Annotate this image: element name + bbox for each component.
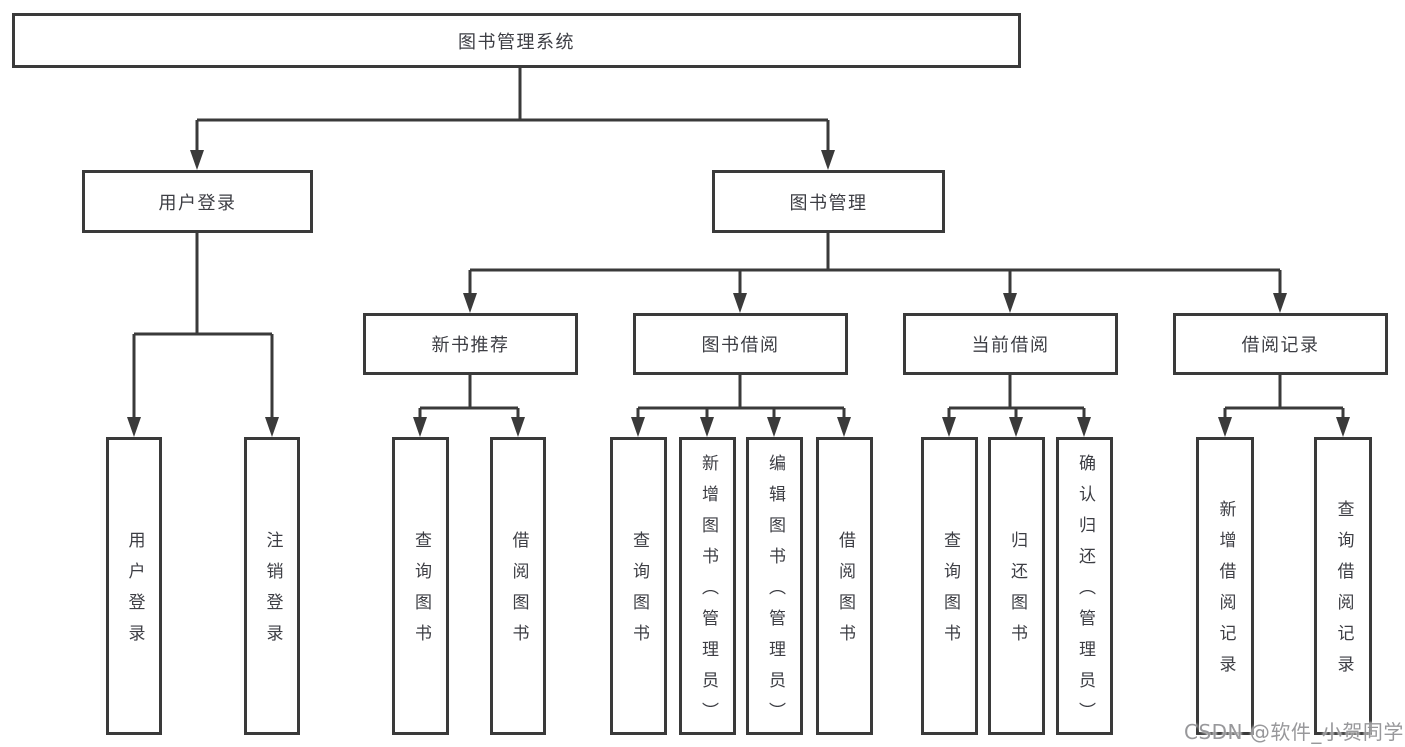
leaf-label: 借阅图书 (835, 531, 855, 655)
leaf-record-add-borrow-record: 新增借阅记录 (1196, 437, 1254, 735)
node-label: 图书管理系统 (458, 31, 575, 53)
arrowhead-icon (1218, 417, 1232, 437)
node-label: 用户登录 (158, 192, 237, 214)
node-label: 借阅记录 (1241, 335, 1320, 356)
arrowhead-icon (837, 417, 851, 437)
connector-user-login-to-leaves (132, 233, 274, 420)
leaf-user-login: 用户登录 (106, 437, 162, 735)
node-user-login: 用户登录 (82, 170, 313, 233)
leaf-label: 用户登录 (124, 531, 145, 655)
connector-current-borrow-to-leaves (947, 375, 1086, 420)
node-label: 当前借阅 (971, 335, 1050, 356)
arrowhead-icon (767, 417, 781, 437)
leaf-logout: 注销登录 (244, 437, 300, 735)
arrowhead-icon (127, 417, 141, 437)
node-book-borrow: 图书借阅 (633, 313, 848, 375)
arrowhead-icon (821, 150, 835, 170)
connector-book-borrow-to-leaves (636, 375, 846, 420)
node-label: 新书推荐 (431, 335, 510, 356)
node-library-system-root: 图书管理系统 (12, 13, 1021, 68)
node-label: 图书管理 (789, 192, 868, 214)
leaf-label: 新增借阅记录 (1215, 500, 1236, 686)
leaf-current-confirm-return-admin: 确认归还（管理员） (1056, 437, 1113, 735)
arrowhead-icon (1336, 417, 1350, 437)
leaf-newbook-borrow-books: 借阅图书 (490, 437, 546, 735)
arrowhead-icon (190, 150, 204, 170)
leaf-borrow-query-books: 查询图书 (610, 437, 667, 735)
arrowhead-icon (631, 417, 645, 437)
arrowhead-icon (700, 417, 714, 437)
leaf-label: 新增图书（管理员） (698, 453, 718, 733)
connector-book-mgmt-to-level2 (468, 233, 1282, 296)
leaf-label: 确认归还（管理员） (1075, 453, 1095, 733)
leaf-newbook-query-books: 查询图书 (392, 437, 449, 735)
leaf-label: 借阅图书 (508, 531, 529, 655)
arrowhead-icon (1077, 417, 1091, 437)
arrowhead-icon (1003, 293, 1017, 313)
arrowhead-icon (942, 417, 956, 437)
leaf-label: 查询借阅记录 (1333, 500, 1354, 686)
arrowhead-icon (413, 417, 427, 437)
leaf-borrow-edit-books-admin: 编辑图书（管理员） (746, 437, 803, 735)
connector-new-book-to-leaves (418, 375, 520, 420)
leaf-borrow-borrow-books: 借阅图书 (816, 437, 873, 735)
node-current-borrow: 当前借阅 (903, 313, 1118, 375)
arrowhead-icon (1273, 293, 1287, 313)
leaf-current-return-books: 归还图书 (988, 437, 1045, 735)
leaf-current-query-books: 查询图书 (921, 437, 978, 735)
node-borrow-record: 借阅记录 (1173, 313, 1388, 375)
leaf-borrow-add-books-admin: 新增图书（管理员） (679, 437, 736, 735)
leaf-record-query-borrow-record: 查询借阅记录 (1314, 437, 1372, 735)
leaf-label: 查询图书 (629, 531, 649, 655)
node-label: 图书借阅 (701, 335, 780, 356)
leaf-label: 归还图书 (1007, 531, 1027, 655)
leaf-label: 注销登录 (262, 531, 283, 655)
arrowhead-icon (733, 293, 747, 313)
arrowhead-icon (265, 417, 279, 437)
csdn-watermark: CSDN @软件_小贺同学 (1184, 720, 1404, 744)
node-new-book-recommend: 新书推荐 (363, 313, 578, 375)
arrowhead-icon (1009, 417, 1023, 437)
connector-borrow-record-to-leaves (1223, 375, 1345, 420)
connector-root-to-level1 (195, 68, 830, 152)
leaf-label: 查询图书 (940, 531, 960, 655)
node-book-management: 图书管理 (712, 170, 945, 233)
leaf-label: 编辑图书（管理员） (765, 453, 785, 733)
arrowhead-icon (511, 417, 525, 437)
arrowhead-icon (463, 293, 477, 313)
leaf-label: 查询图书 (411, 531, 431, 655)
